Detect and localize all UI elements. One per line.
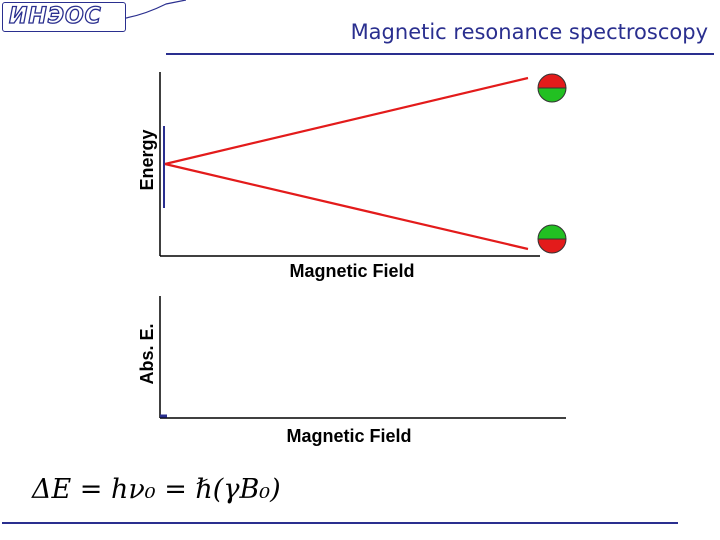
logo-text: ИНЭОС [8,3,102,29]
title-underline [166,53,714,55]
absorption-x-axis-label: Magnetic Field [286,426,411,446]
lower-energy-level-line [164,162,529,251]
upper-energy-level-line [164,76,529,166]
logo-sweep-decoration [126,0,186,19]
spin-state-upper-icon [537,73,567,103]
resonance-equation: ΔE = hν₀ = ℏ(γB₀) [32,474,281,505]
page-title: Magnetic resonance spectroscopy [350,20,708,44]
energy-x-axis-label: Magnetic Field [289,261,414,281]
energy-y-axis-label: Energy [137,129,157,190]
institute-logo: ИНЭОС [2,2,126,32]
spin-state-lower-icon [537,224,567,254]
absorption-y-axis-label: Abs. E. [137,323,157,384]
footer-rule [2,522,678,524]
